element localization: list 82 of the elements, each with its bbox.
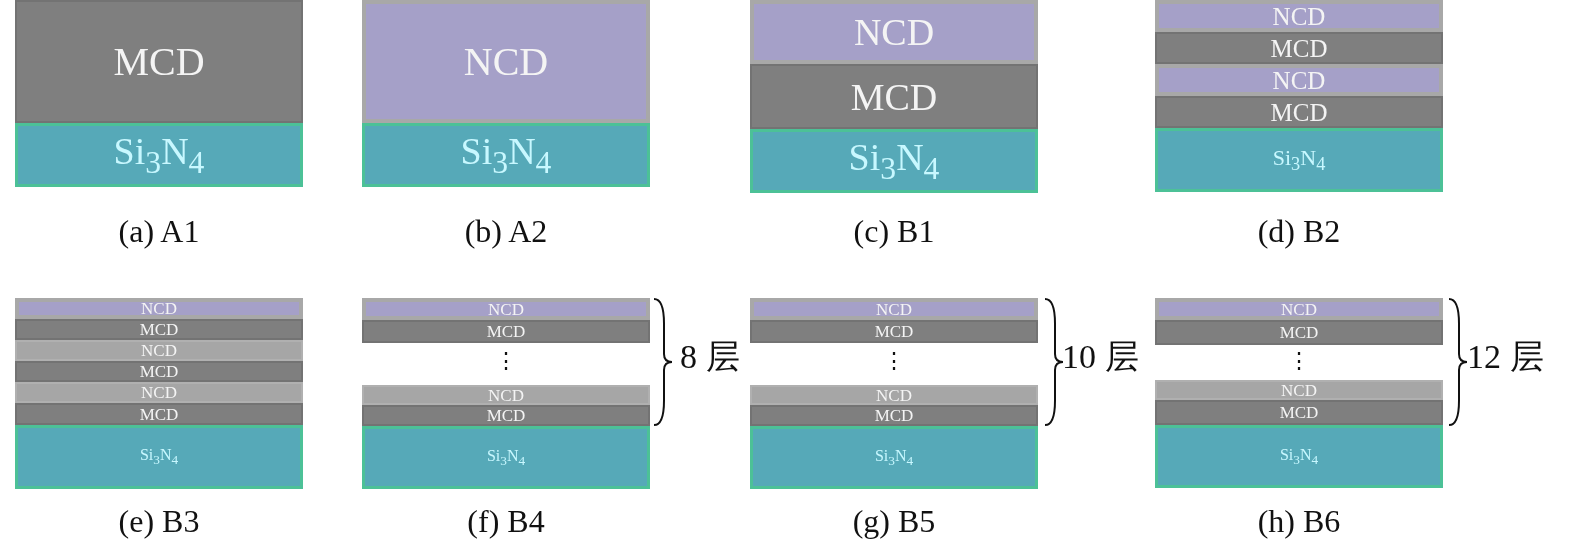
layer-label: Si$_{3}$N$_{4}$ [874,447,914,468]
layer-label: MCD [1279,404,1319,421]
layer-label: NCD [1272,67,1326,93]
layer-band [750,426,1038,489]
layer-label: NCD [141,384,177,401]
layer-band [1155,425,1443,488]
layer-label: MCD [139,321,179,338]
layer-label: NCD [141,300,177,317]
panel-caption: (b) A2 [463,215,549,247]
layer-band [15,361,303,382]
layer-label: Si$_{3}$N$_{4}$ [1279,446,1319,467]
layer-band [15,0,303,123]
layer-label: Si$_{3}$N$_{4}$ [113,131,205,179]
layer-label: Si$_{3}$N$_{4}$ [460,131,552,179]
layer-band [750,129,1038,193]
panel-caption: (a) A1 [117,215,201,247]
layer-band [362,426,650,489]
panel-caption: (c) B1 [852,215,936,247]
layer-label: MCD [139,405,179,423]
layer-band [1155,0,1443,32]
layer-label: MCD [1279,324,1319,341]
layer-band [1155,128,1443,192]
panel-caption: (e) B3 [117,505,201,537]
layer-band [1155,400,1443,425]
layer-band [362,405,650,426]
layer-count-label: 12 层 [1467,340,1545,374]
ellipsis-mark: ⋮ [494,350,518,372]
layer-band [15,319,303,340]
layer-label: MCD [850,77,938,116]
layer-label: MCD [1270,99,1328,125]
layer-label: NCD [876,386,912,404]
layer-band [1155,96,1443,128]
layer-label: NCD [488,386,524,404]
layer-label: NCD [1272,3,1326,29]
layer-label: MCD [113,41,205,82]
layer-label: MCD [486,407,526,424]
layer-label: MCD [874,323,914,340]
layer-band [750,405,1038,426]
layer-label: NCD [853,13,935,51]
layer-label: MCD [874,407,914,424]
layer-band [1155,320,1443,345]
layer-label: MCD [139,363,179,380]
layer-label: NCD [1281,381,1317,399]
layer-label: NCD [1281,300,1317,318]
layer-count-label: 10 层 [1062,340,1140,374]
layer-band [1155,380,1443,400]
layer-band [15,298,303,319]
layer-band [362,298,650,320]
layer-band [750,298,1038,320]
layer-band [1155,298,1443,320]
layer-label: NCD [876,300,912,318]
layer-band [1155,32,1443,64]
layer-band [362,385,650,405]
layer-band [750,385,1038,405]
layer-label: MCD [486,323,526,340]
layer-label: Si$_{3}$N$_{4}$ [139,447,179,467]
layer-count-label: 8 层 [680,340,741,374]
layer-band [750,64,1038,129]
panel-caption: (h) B6 [1256,505,1342,537]
ellipsis-mark: ⋮ [1287,350,1311,372]
panel-caption: (f) B4 [466,505,546,537]
panel-caption: (g) B5 [851,505,937,537]
layer-band [15,123,303,187]
layer-band [362,320,650,343]
layer-label: Si$_{3}$N$_{4}$ [486,447,526,468]
layer-label: NCD [488,300,524,318]
layer-band [15,403,303,425]
layer-band [15,340,303,361]
layer-label: NCD [141,342,177,359]
layer-label: Si$_{3}$N$_{4}$ [1272,146,1326,174]
layer-label: NCD [463,41,549,82]
layer-band [750,320,1038,343]
layer-label: MCD [1270,35,1328,61]
layer-band [362,123,650,187]
layer-band [362,0,650,123]
ellipsis-mark: ⋮ [882,350,906,372]
layer-band [750,0,1038,64]
panel-caption: (d) B2 [1256,215,1342,247]
layer-band [15,425,303,489]
layer-band [1155,64,1443,96]
layer-label: Si$_{3}$N$_{4}$ [848,137,940,185]
layer-band [15,382,303,403]
